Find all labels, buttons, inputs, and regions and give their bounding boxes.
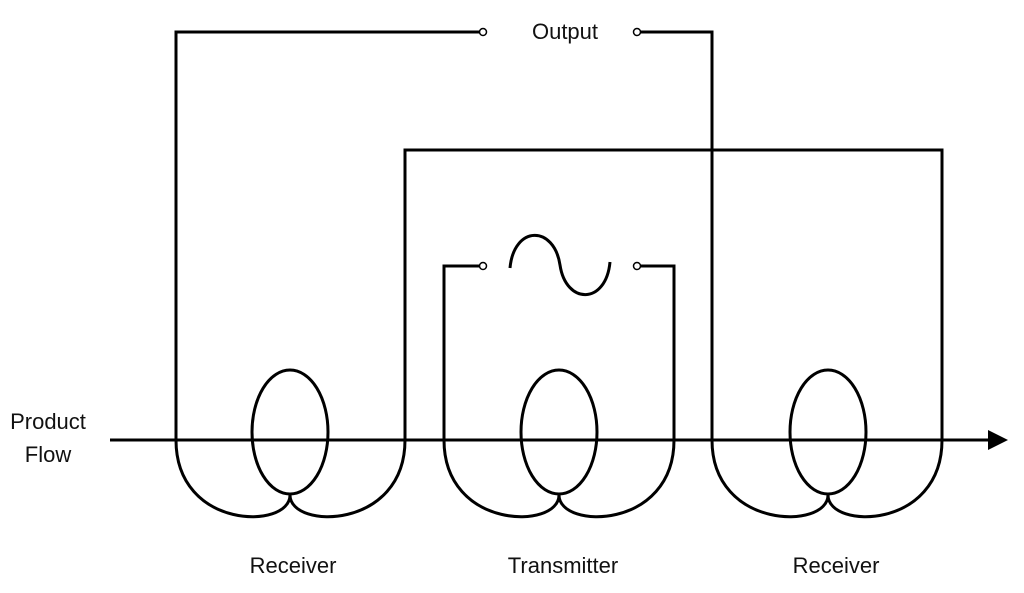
product-flow-label-line1: Product [10,409,86,434]
transmitter-terminal-left [478,261,488,271]
transmitter-wiring [442,233,676,440]
product-flow-label-line2: Flow [25,442,72,467]
output-wiring [174,27,714,440]
receiver-left-label: Receiver [250,553,337,578]
transmitter-label: Transmitter [508,553,618,578]
product-flow-arrow [110,430,1008,450]
sine-wave-icon [508,233,612,297]
receiver-coil-left [174,368,407,519]
output-terminal-left [478,27,488,37]
receiver-coil-right [710,368,944,519]
transmitter-terminal-right [632,261,642,271]
transmitter-coil [442,368,676,519]
receiver-crossover-wire [403,148,944,440]
arrow-right-icon [988,430,1008,450]
output-label: Output [532,19,598,44]
output-terminal-right [632,27,642,37]
receiver-right-label: Receiver [793,553,880,578]
